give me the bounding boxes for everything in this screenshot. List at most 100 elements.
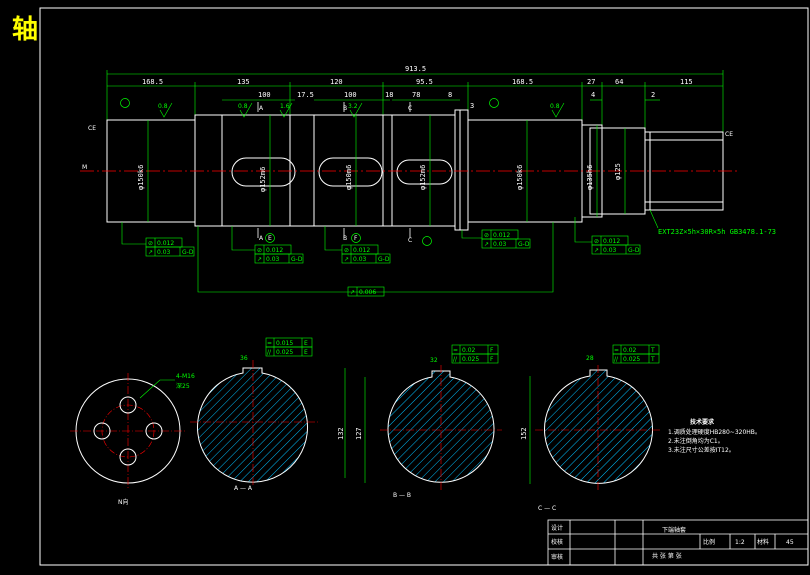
segment-dim-2: 135 — [237, 78, 250, 86]
tol-datum: G-D — [291, 256, 303, 263]
section-b-dia: 127 — [355, 427, 363, 440]
end-view-label: N向 — [118, 498, 129, 506]
shaft-outline — [106, 109, 724, 231]
sec-frame-value: 0.025 — [462, 356, 479, 363]
section-a-label: A — A — [234, 485, 253, 492]
tolerance-frame: ↗ 0.03 G-D — [341, 253, 391, 264]
keyway-slots — [231, 157, 453, 187]
segment-dim-5: 168.5 — [512, 78, 533, 86]
sec-frame-symbol: = — [267, 340, 272, 347]
dia-label-1: φ150k6 — [137, 165, 145, 190]
tol-symbol: ⊘ — [344, 247, 349, 254]
sub-dim-7: 4 — [591, 91, 595, 99]
tol-value: 0.03 — [353, 256, 367, 263]
sub-dim-2: 17.5 — [297, 91, 314, 99]
tolerance-frame: ↗0.006 — [347, 286, 385, 297]
tol-symbol: ↗ — [344, 256, 349, 263]
segment-dimension-line — [107, 82, 723, 132]
end-view-holes: 4-M16 — [176, 373, 195, 380]
section-markers — [257, 102, 411, 238]
tol-value: 0.012 — [603, 238, 620, 245]
tol-datum: G-D — [628, 247, 640, 254]
shaft-label: M — [82, 164, 87, 171]
cut-c-bottom: C — [408, 237, 412, 244]
tol-symbol: ⊘ — [148, 240, 153, 247]
cut-a-top: A — [259, 105, 264, 112]
tol-value: 0.03 — [493, 241, 507, 248]
tol-datum: G-D — [378, 256, 390, 263]
cut-b-bottom: B — [343, 235, 347, 242]
segment-dim-8: 115 — [680, 78, 693, 86]
sec-frame-value: 0.025 — [276, 349, 293, 356]
sub-dim-8: 3 — [470, 102, 474, 110]
overall-length-text: 913.5 — [405, 65, 426, 73]
tol-symbol: ⊘ — [484, 232, 489, 239]
tol-value: 0.03 — [157, 249, 171, 256]
sec-frame-datum: E — [304, 349, 308, 356]
tol-symbol: ↗ — [148, 249, 153, 256]
sec-frame-symbol: // — [453, 356, 458, 363]
tb-scale-value: 1:2 — [735, 539, 745, 546]
tol-symbol: ↗ — [484, 241, 489, 248]
drawing-title: 轴 — [12, 15, 38, 45]
cut-b-top: B — [343, 105, 347, 112]
roughness-marks — [159, 102, 565, 118]
tolerance-frame: ↗ 0.03 G-D — [481, 238, 531, 249]
end-view-depth: 深25 — [176, 382, 190, 390]
tolerance-frame: ⊘ 0.012 — [145, 237, 183, 248]
tech-req-item-3: 3.未注尺寸公差按IT12。 — [668, 446, 735, 454]
sec-frame-symbol: // — [267, 349, 272, 356]
sec-frame-value: 0.02 — [623, 347, 637, 354]
tol-symbol: ↗ — [350, 289, 355, 296]
sub-dim-3: 100 — [344, 91, 357, 99]
segment-dim-3: 120 — [330, 78, 343, 86]
tol-datum: G-D — [518, 241, 530, 248]
tb-material-value: 45 — [786, 539, 794, 546]
dia-label-3: φ150m6 — [345, 165, 353, 190]
tol-value: 0.012 — [157, 240, 174, 247]
section-a-dia: 132 — [337, 427, 345, 440]
tolerance-frame: ⊘0.012 — [481, 229, 519, 240]
dia-label-5: φ150k6 — [516, 165, 524, 190]
tech-req-heading: 技术要求 — [690, 418, 715, 426]
tol-symbol: ↗ — [257, 256, 262, 263]
tol-symbol: ⊘ — [594, 238, 599, 245]
dia-label-6: φ125 — [614, 163, 622, 180]
tolerance-frame: ⊘ 0.012 — [591, 235, 629, 246]
thread-leader — [649, 209, 659, 229]
sec-frame-symbol: = — [453, 347, 458, 354]
overall-dimension — [106, 70, 724, 132]
tb-company: 共 张 第 张 — [652, 552, 682, 560]
roughness-1: 0.8 — [158, 103, 168, 110]
left-end-label: CE — [88, 125, 96, 132]
sec-frame-value: 0.025 — [623, 356, 640, 363]
dia-label-7: φ135h6 — [586, 165, 594, 190]
sub-dim-9: 2 — [651, 91, 655, 99]
sec-frame-datum: F — [490, 347, 494, 354]
cut-c-top: C — [408, 105, 412, 112]
segment-dim-6: 27 — [587, 78, 595, 86]
tb-checker: 校核 — [551, 538, 563, 546]
dia-label-2: φ152m6 — [259, 167, 267, 192]
tolerance-frame: ⊘ 0.012 — [341, 244, 379, 255]
diameter-dim-lines — [147, 115, 626, 226]
section-b-view — [364, 365, 502, 492]
sec-frame-datum: T — [650, 356, 655, 363]
tol-symbol: ⊘ — [257, 247, 262, 254]
sec-frame-datum: T — [650, 347, 655, 354]
section-c-view — [529, 365, 660, 492]
roughness-5: 1.6 — [280, 103, 290, 110]
sub-dim-6: 8 — [448, 91, 452, 99]
sec-frame-value: 0.02 — [462, 347, 476, 354]
title-block — [547, 519, 809, 566]
tech-req-item-2: 2.未注倒角均为C1。 — [668, 437, 724, 445]
end-view — [70, 373, 186, 489]
datum-circles — [120, 98, 499, 246]
dia-label-4: φ152m6 — [419, 165, 427, 190]
tol-value: 0.012 — [353, 247, 370, 254]
